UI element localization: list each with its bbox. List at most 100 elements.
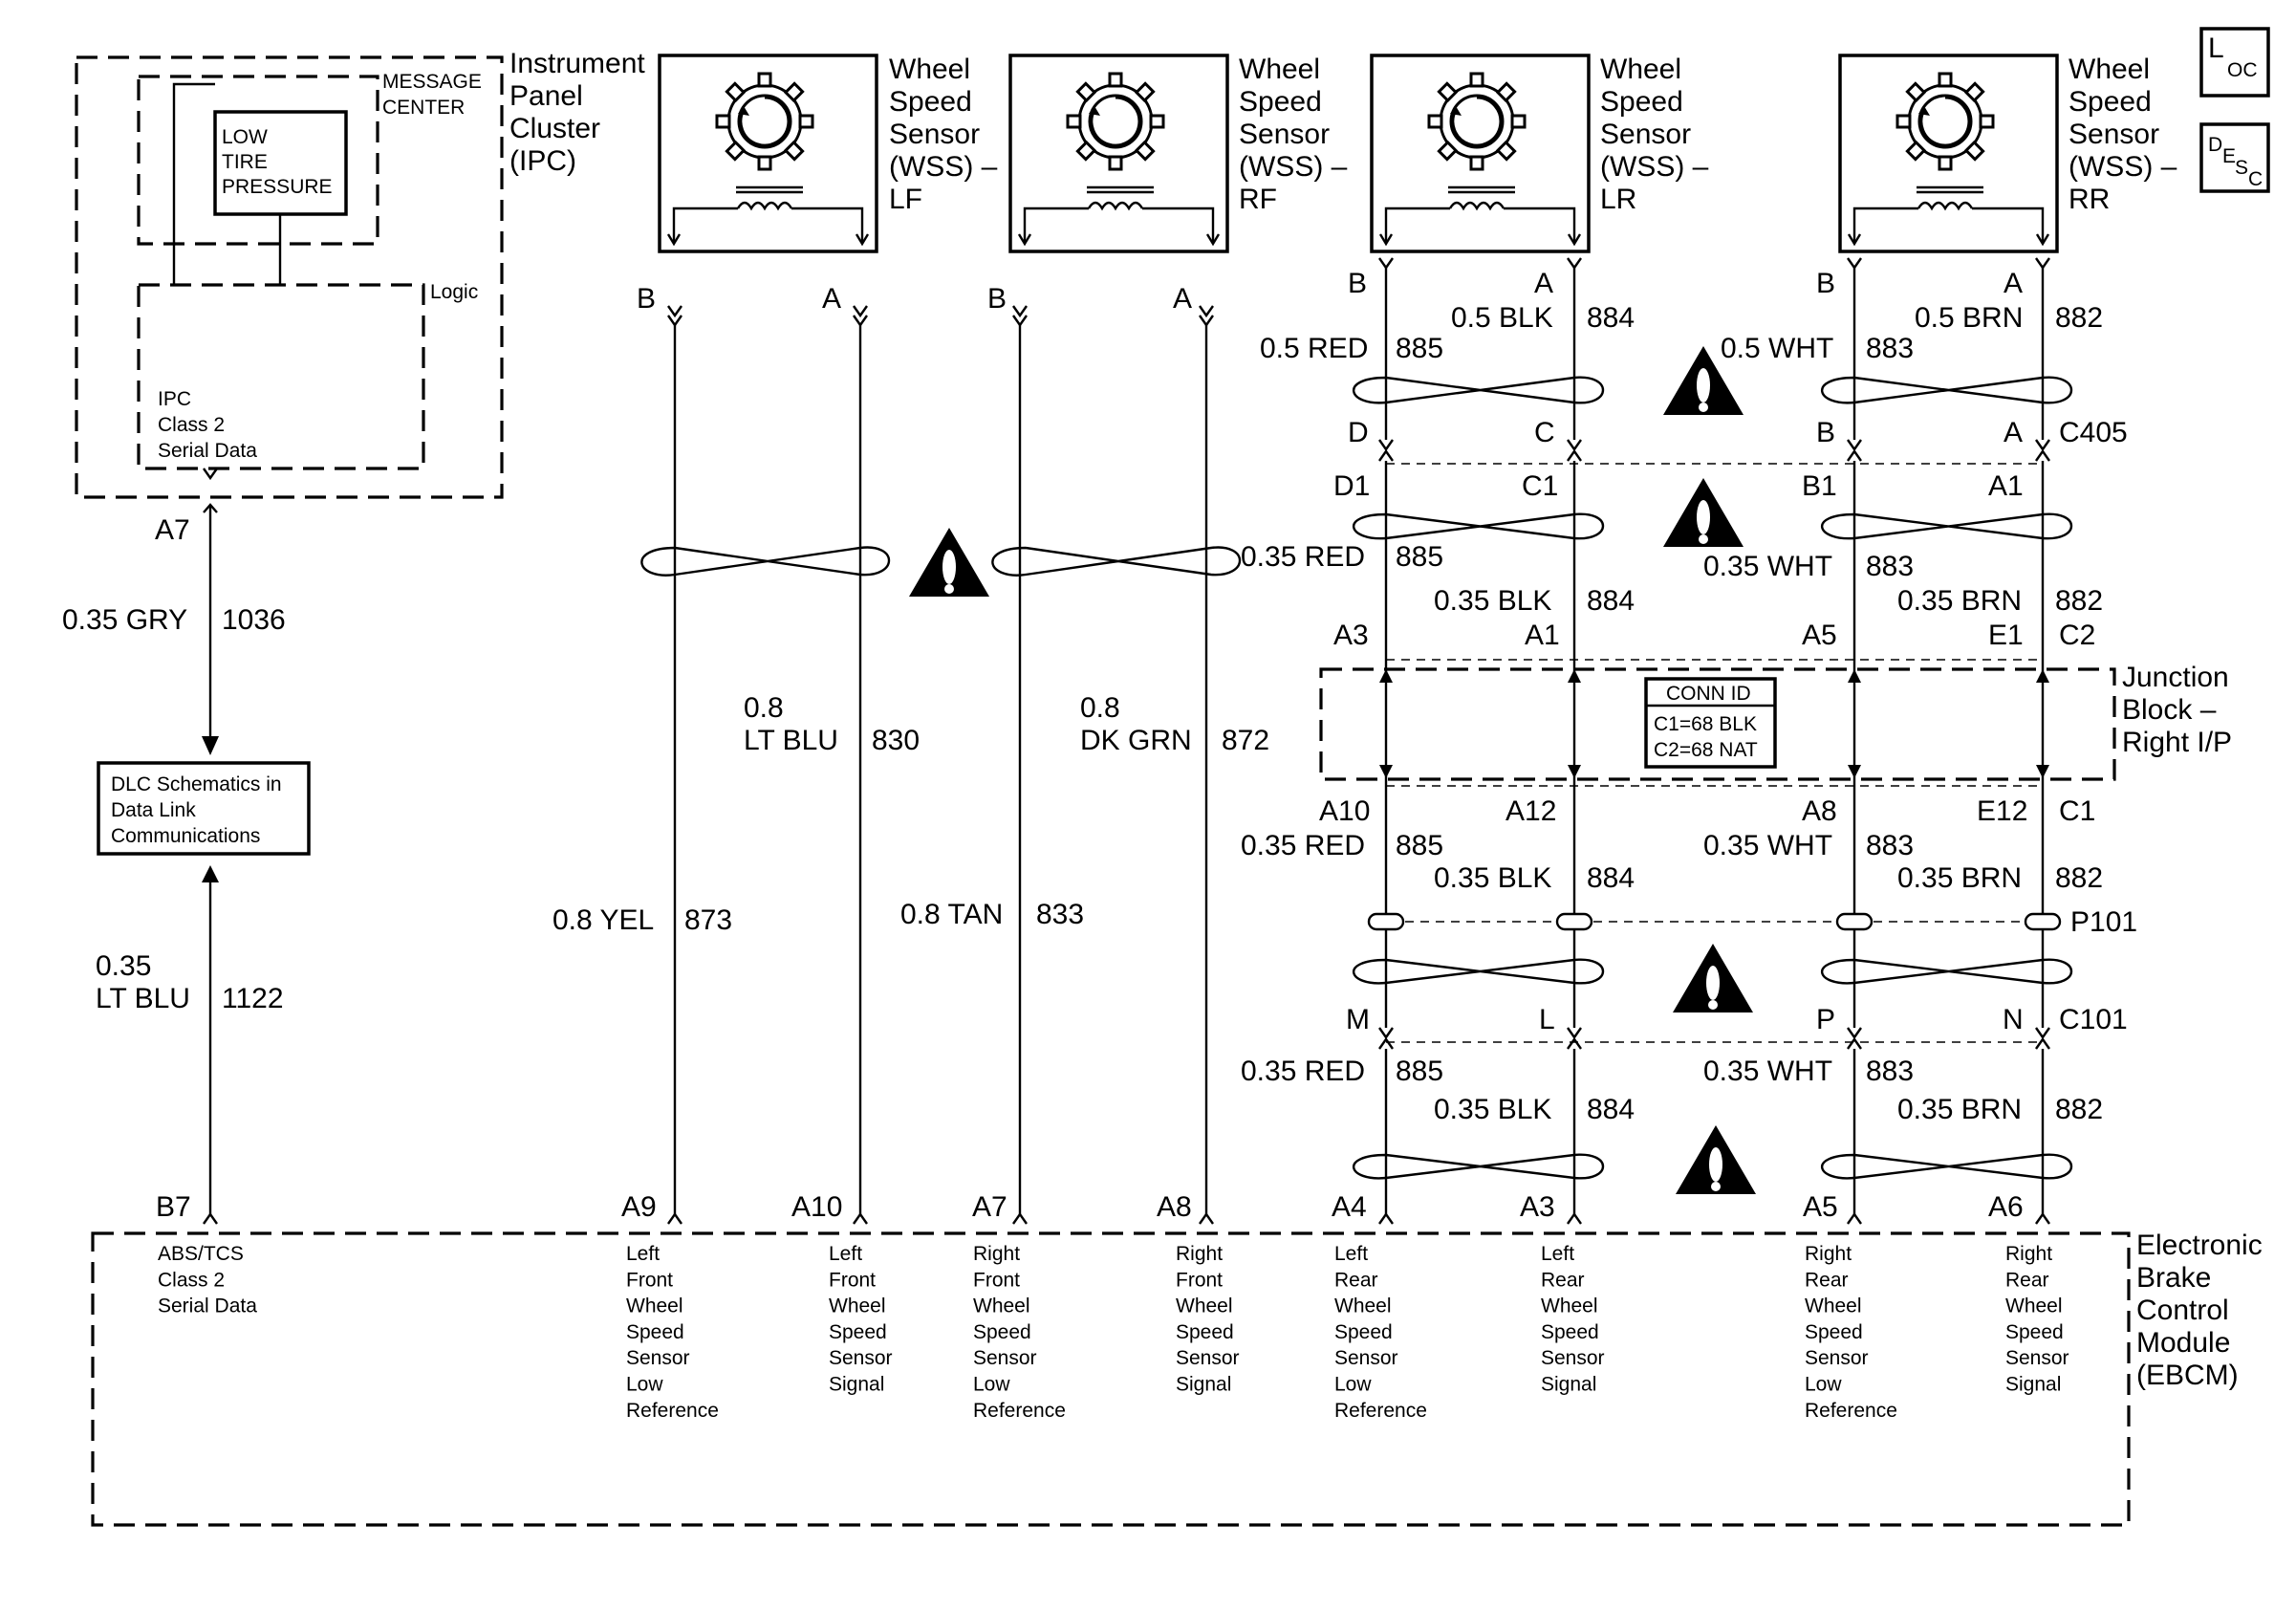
svg-text:882: 882 — [2055, 585, 2103, 617]
svg-text:Speed: Speed — [1600, 86, 1683, 118]
svg-text:Speed: Speed — [1239, 86, 1322, 118]
svg-text:C1: C1 — [1522, 470, 1558, 502]
ebcm-pin-description: Right — [1176, 1243, 1223, 1265]
ebcm-pin-description: Signal — [2005, 1374, 2061, 1396]
svg-text:(WSS) –: (WSS) – — [889, 151, 998, 183]
svg-text:885: 885 — [1396, 541, 1443, 573]
warning-icon — [1663, 478, 1744, 547]
svg-text:Right I/P: Right I/P — [2122, 727, 2232, 758]
ebcm-pin-description: Right — [2005, 1243, 2052, 1265]
ebcm-pin-description: Low — [626, 1374, 663, 1396]
desc-icon[interactable]: D E S C — [2199, 122, 2270, 193]
ebcm-pin-a4: A4 — [1332, 1191, 1367, 1223]
conn-id-table: CONN ID C1=68 BLK C2=68 NAT — [1644, 677, 1777, 769]
svg-text:884: 884 — [1587, 862, 1635, 894]
svg-text:0.35 WHT: 0.35 WHT — [1703, 551, 1832, 582]
ipc-serial-label: IPC — [158, 388, 191, 410]
svg-text:884: 884 — [1587, 585, 1635, 617]
svg-text:D: D — [1348, 417, 1369, 448]
ebcm-pin-description: Low — [973, 1374, 1010, 1396]
svg-text:Wheel: Wheel — [2069, 54, 2150, 85]
wire-color-lf-sig: 0.8 — [744, 692, 784, 724]
svg-text:P101: P101 — [2070, 906, 2137, 938]
ebcm-pin-description: Speed — [829, 1321, 887, 1343]
svg-text:A: A — [2004, 417, 2023, 448]
twisted-pair-rr — [1821, 376, 2072, 404]
pin-a7: A7 — [155, 514, 190, 546]
ebcm-pin-description: Sensor — [829, 1347, 893, 1369]
ebcm-pin-description: Wheel — [1176, 1295, 1233, 1317]
ebcm-pin-a8: A8 — [1157, 1191, 1192, 1223]
svg-text:CENTER: CENTER — [382, 97, 465, 119]
ebcm-pin-description: Wheel — [626, 1295, 683, 1317]
ebcm-pin-a10: A10 — [791, 1191, 842, 1223]
svg-text:0.5 RED: 0.5 RED — [1260, 333, 1368, 364]
ebcm-pin-description: Speed — [973, 1321, 1031, 1343]
svg-text:Class 2: Class 2 — [158, 414, 225, 436]
svg-text:C: C — [2248, 168, 2263, 190]
circuit-1122: 1122 — [222, 983, 284, 1014]
svg-text:Speed: Speed — [889, 86, 972, 118]
dlc-schematics-reference[interactable]: DLC Schematics in Data Link Communicatio… — [97, 761, 311, 856]
svg-text:0.35 WHT: 0.35 WHT — [1703, 830, 1832, 861]
svg-text:Brake: Brake — [2136, 1262, 2211, 1294]
message-center-label: MESSAGE — [382, 71, 482, 93]
svg-text:L: L — [2208, 33, 2224, 64]
svg-text:LT BLU: LT BLU — [96, 983, 190, 1014]
circuit-830: 830 — [872, 725, 920, 756]
ebcm-pin-description: Wheel — [973, 1295, 1030, 1317]
ebcm-pin-description: Signal — [1541, 1374, 1596, 1396]
coil-icon — [1917, 201, 1974, 211]
svg-text:DK GRN: DK GRN — [1080, 725, 1192, 756]
circuit-1036: 1036 — [222, 604, 286, 636]
svg-text:0.35 RED: 0.35 RED — [1241, 830, 1365, 861]
ebcm-pin-description: Serial Data — [158, 1295, 257, 1317]
svg-text:Wheel: Wheel — [889, 54, 970, 85]
svg-text:TIRE: TIRE — [222, 151, 268, 173]
ebcm-pin-description: Front — [829, 1269, 876, 1291]
svg-text:B1: B1 — [1802, 470, 1837, 502]
ebcm-pin-description: Speed — [1805, 1321, 1863, 1343]
instrument-panel-cluster: LOW TIRE PRESSURE MESSAGE CENTER Logic I… — [75, 48, 645, 499]
svg-text:0.35 RED: 0.35 RED — [1241, 1056, 1365, 1087]
svg-text:0.35 WHT: 0.35 WHT — [1703, 1056, 1832, 1087]
svg-text:A3: A3 — [1333, 620, 1369, 651]
sensor-rr: Wheel Speed Sensor (WSS) – RR — [1838, 54, 2177, 253]
ebcm-pin-description: Wheel — [2005, 1295, 2063, 1317]
svg-text:Junction: Junction — [2122, 662, 2229, 693]
svg-text:L: L — [1539, 1004, 1555, 1035]
svg-text:884: 884 — [1587, 1094, 1635, 1125]
svg-text:Serial Data: Serial Data — [158, 440, 257, 462]
svg-text:Sensor: Sensor — [2069, 119, 2159, 150]
tone-wheel-icon — [1427, 72, 1527, 171]
svg-text:(EBCM): (EBCM) — [2136, 1360, 2239, 1391]
ebcm-pin-description: Low — [1334, 1374, 1372, 1396]
svg-text:0.5 BRN: 0.5 BRN — [1915, 302, 2023, 334]
ebcm-pin-a7: A7 — [972, 1191, 1007, 1223]
ebcm-pin-description: Speed — [1541, 1321, 1599, 1343]
svg-text:C: C — [1534, 417, 1555, 448]
svg-text:882: 882 — [2055, 862, 2103, 894]
splice-pack-p101: P101 — [1367, 906, 2137, 938]
circuit-872: 872 — [1222, 725, 1269, 756]
pin-lr-b: B — [1348, 268, 1367, 299]
svg-text:(WSS) –: (WSS) – — [1600, 151, 1709, 183]
svg-text:(WSS) –: (WSS) – — [1239, 151, 1348, 183]
ebcm-pin-description: ABS/TCS — [158, 1243, 244, 1265]
svg-text:0.35 BRN: 0.35 BRN — [1897, 585, 2022, 617]
ebcm-pin-description: Right — [1805, 1243, 1852, 1265]
circuit-833: 833 — [1036, 899, 1084, 930]
svg-text:A1: A1 — [1988, 470, 2024, 502]
ebcm-pin-description: Rear — [1805, 1269, 1849, 1291]
ebcm-pin-description: Rear — [1541, 1269, 1585, 1291]
svg-text:(IPC): (IPC) — [509, 145, 576, 177]
svg-text:LR: LR — [1600, 184, 1636, 215]
svg-text:S: S — [2235, 157, 2248, 179]
coil-icon — [1087, 201, 1144, 211]
svg-text:0.5 BLK: 0.5 BLK — [1451, 302, 1553, 334]
svg-text:0.35 RED: 0.35 RED — [1241, 541, 1365, 573]
ebcm-pin-description: Reference — [973, 1400, 1066, 1422]
svg-text:882: 882 — [2055, 302, 2103, 334]
loc-icon[interactable]: L OC — [2199, 27, 2270, 98]
